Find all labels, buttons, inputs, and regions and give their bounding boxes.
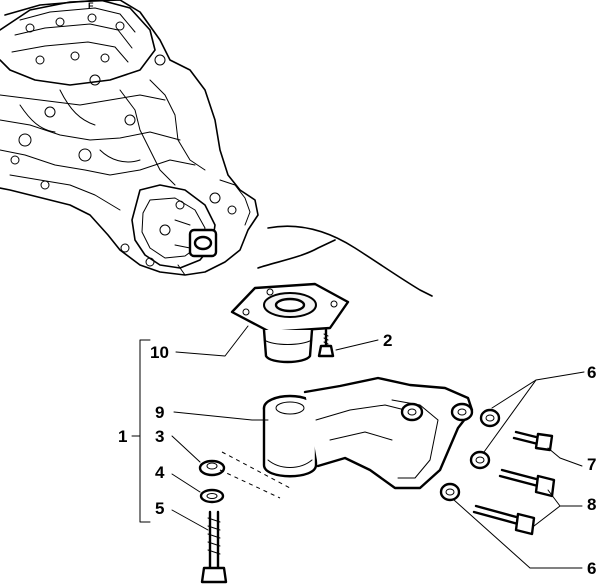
part-6-washer-lower (439, 482, 461, 502)
callout-6-upper: 6 (587, 363, 596, 382)
callout-3: 3 (155, 427, 164, 446)
body-panel-outline (257, 225, 433, 297)
assembly-axis-line (219, 451, 291, 499)
part-3-washer (198, 459, 226, 477)
part-8-bolt-lower (472, 504, 536, 536)
part-4-washer (199, 488, 225, 504)
callout-10: 10 (150, 343, 169, 362)
part-10-upper-mount (230, 282, 350, 364)
callout-8: 8 (587, 495, 596, 514)
callout-2: 2 (383, 331, 392, 350)
leader-lines (131, 325, 585, 569)
part-6-washer-upper (469, 408, 501, 470)
part-2-bolt (317, 328, 335, 358)
callout-5: 5 (155, 499, 164, 518)
part-7-bolt (512, 430, 554, 452)
callout-6-lower: 6 (587, 559, 596, 578)
callout-7: 7 (587, 455, 596, 474)
callout-labels: 1 2 3 4 5 6 6 7 8 9 10 (118, 331, 596, 578)
callout-9: 9 (155, 403, 164, 422)
engine-marking: F (88, 1, 94, 11)
callout-1: 1 (118, 427, 127, 446)
part-9-lower-bracket (262, 376, 474, 490)
callout-4: 4 (155, 463, 165, 482)
part-5-stud-bolt (200, 510, 228, 584)
part-8-bolt-upper (498, 468, 556, 498)
engine-gearbox-assembly: F (0, 0, 259, 276)
